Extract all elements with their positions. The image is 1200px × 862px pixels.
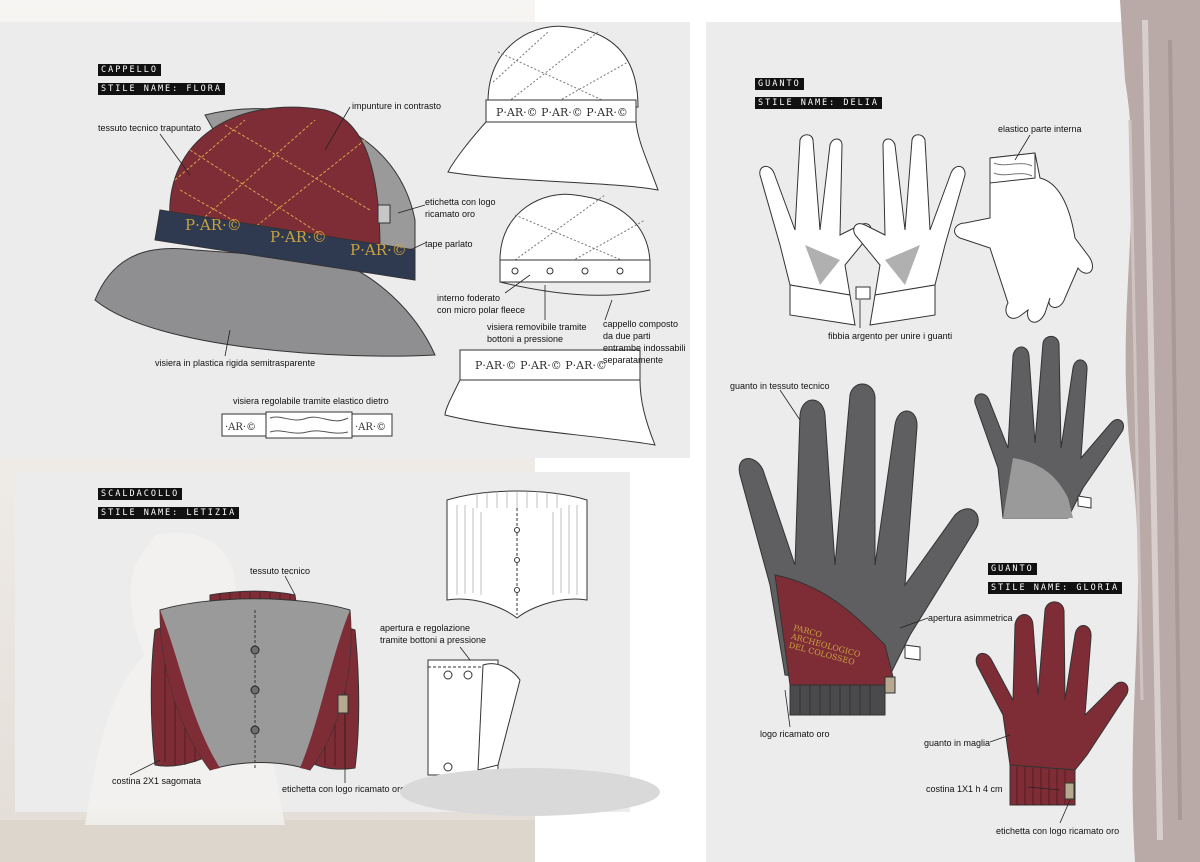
delia-glove-main <box>738 383 979 716</box>
hat-label-tag <box>377 204 391 224</box>
neck-label-etichetta: etichetta con logo ricamato oro <box>282 784 406 794</box>
brush-stroke-decoration <box>1120 0 1200 862</box>
shadow-ellipse <box>400 768 660 816</box>
delia-title: GUANTO <box>755 78 804 90</box>
buckle-icon <box>855 286 871 300</box>
hat-illustration: P·AR·© P·AR·© P·AR·© <box>94 106 436 357</box>
delia-label-tag <box>884 676 896 694</box>
svg-text:·AR·©: ·AR·© <box>225 422 256 433</box>
hat-label-impunture: impunture in contrasto <box>352 101 442 111</box>
gloria-glove <box>975 601 1129 806</box>
delia-flat-back <box>954 152 1093 323</box>
hat-label-regolabile: visiera regolabile tramite elastico diet… <box>233 396 389 406</box>
delia-flat-pair <box>759 134 966 326</box>
delia-label-apertura: apertura asimmetrica <box>928 613 1013 623</box>
delia-label-tessuto: guanto in tessuto tecnico <box>730 381 830 391</box>
neckwarmer-flat-opening <box>427 659 521 776</box>
hat-label-visiera-rimovibile: visiera removibile tramite bottoni a pre… <box>487 322 587 344</box>
background-floor <box>0 820 535 862</box>
neck-label-apertura: apertura e regolazione tramite bottoni a… <box>380 623 487 645</box>
svg-text:P·AR·© P·AR·© P·AR·©: P·AR·© P·AR·© P·AR·© <box>496 106 628 119</box>
hat-band-logo-3: P·AR·© <box>350 241 407 259</box>
hat-label-etichetta: etichetta con logo ricamato oro <box>425 197 496 219</box>
hat-label-tape: tape parlato <box>425 239 473 249</box>
delia-buckle-icon <box>904 644 921 661</box>
hat-band-logo-1: P·AR·© <box>185 216 242 234</box>
gloria-label-costina: costina 1X1 h 4 cm <box>926 784 1003 794</box>
gloria-label-etichetta: etichetta con logo ricamato oro <box>996 826 1120 836</box>
gloria-label-tag <box>1064 782 1075 800</box>
neckwarmer-flat-front <box>446 490 588 619</box>
delia-style-name: STILE NAME: DELIA <box>755 97 882 109</box>
neck-label-costina: costina 2X1 sagomata <box>112 776 202 786</box>
delia-label-fibbia: fibbia argento per unire i guanti <box>828 331 953 341</box>
hat-label-tessuto: tessuto tecnico trapuntato <box>98 123 202 133</box>
hat-band-logo-2: P·AR·© <box>270 228 327 246</box>
delia-label-logo: logo ricamato oro <box>760 729 830 739</box>
scaldacollo-title: SCALDACOLLO <box>98 488 183 500</box>
hat-label-composto: cappello composto da due parti entrambe … <box>603 319 686 365</box>
hat-flat-lining <box>499 193 651 296</box>
hat-label-visiera-plastica: visiera in plastica rigida semitrasparen… <box>155 358 316 368</box>
svg-text:P·AR·© P·AR·© P·AR·©: P·AR·© P·AR·© P·AR·© <box>475 359 607 372</box>
neckwarmer-label-tag <box>337 694 349 714</box>
elastic-strap-flat: ·AR·© ·AR·© <box>221 411 393 439</box>
cappello-style-name: STILE NAME: FLORA <box>98 83 225 95</box>
hat-flat-visor: P·AR·© P·AR·© P·AR·© <box>444 349 656 446</box>
delia-label-elastico: elastico parte interna <box>998 124 1082 134</box>
scaldacollo-style-name: STILE NAME: LETIZIA <box>98 507 240 519</box>
cappello-title: CAPPELLO <box>98 64 161 76</box>
svg-text:·AR·©: ·AR·© <box>355 422 386 433</box>
gloria-label-maglia: guanto in maglia <box>924 738 991 748</box>
neck-label-tessuto: tessuto tecnico <box>250 566 311 576</box>
gloria-style-name: STILE NAME: GLORIA <box>988 582 1123 594</box>
delia-glove-small <box>974 335 1125 519</box>
gloria-title: GUANTO <box>988 563 1037 575</box>
hat-label-interno: interno foderato con micro polar fleece <box>437 293 526 315</box>
hat-flat-front: P·AR·© P·AR·© P·AR·© <box>447 25 659 191</box>
neckwarmer-illustration <box>150 590 360 771</box>
